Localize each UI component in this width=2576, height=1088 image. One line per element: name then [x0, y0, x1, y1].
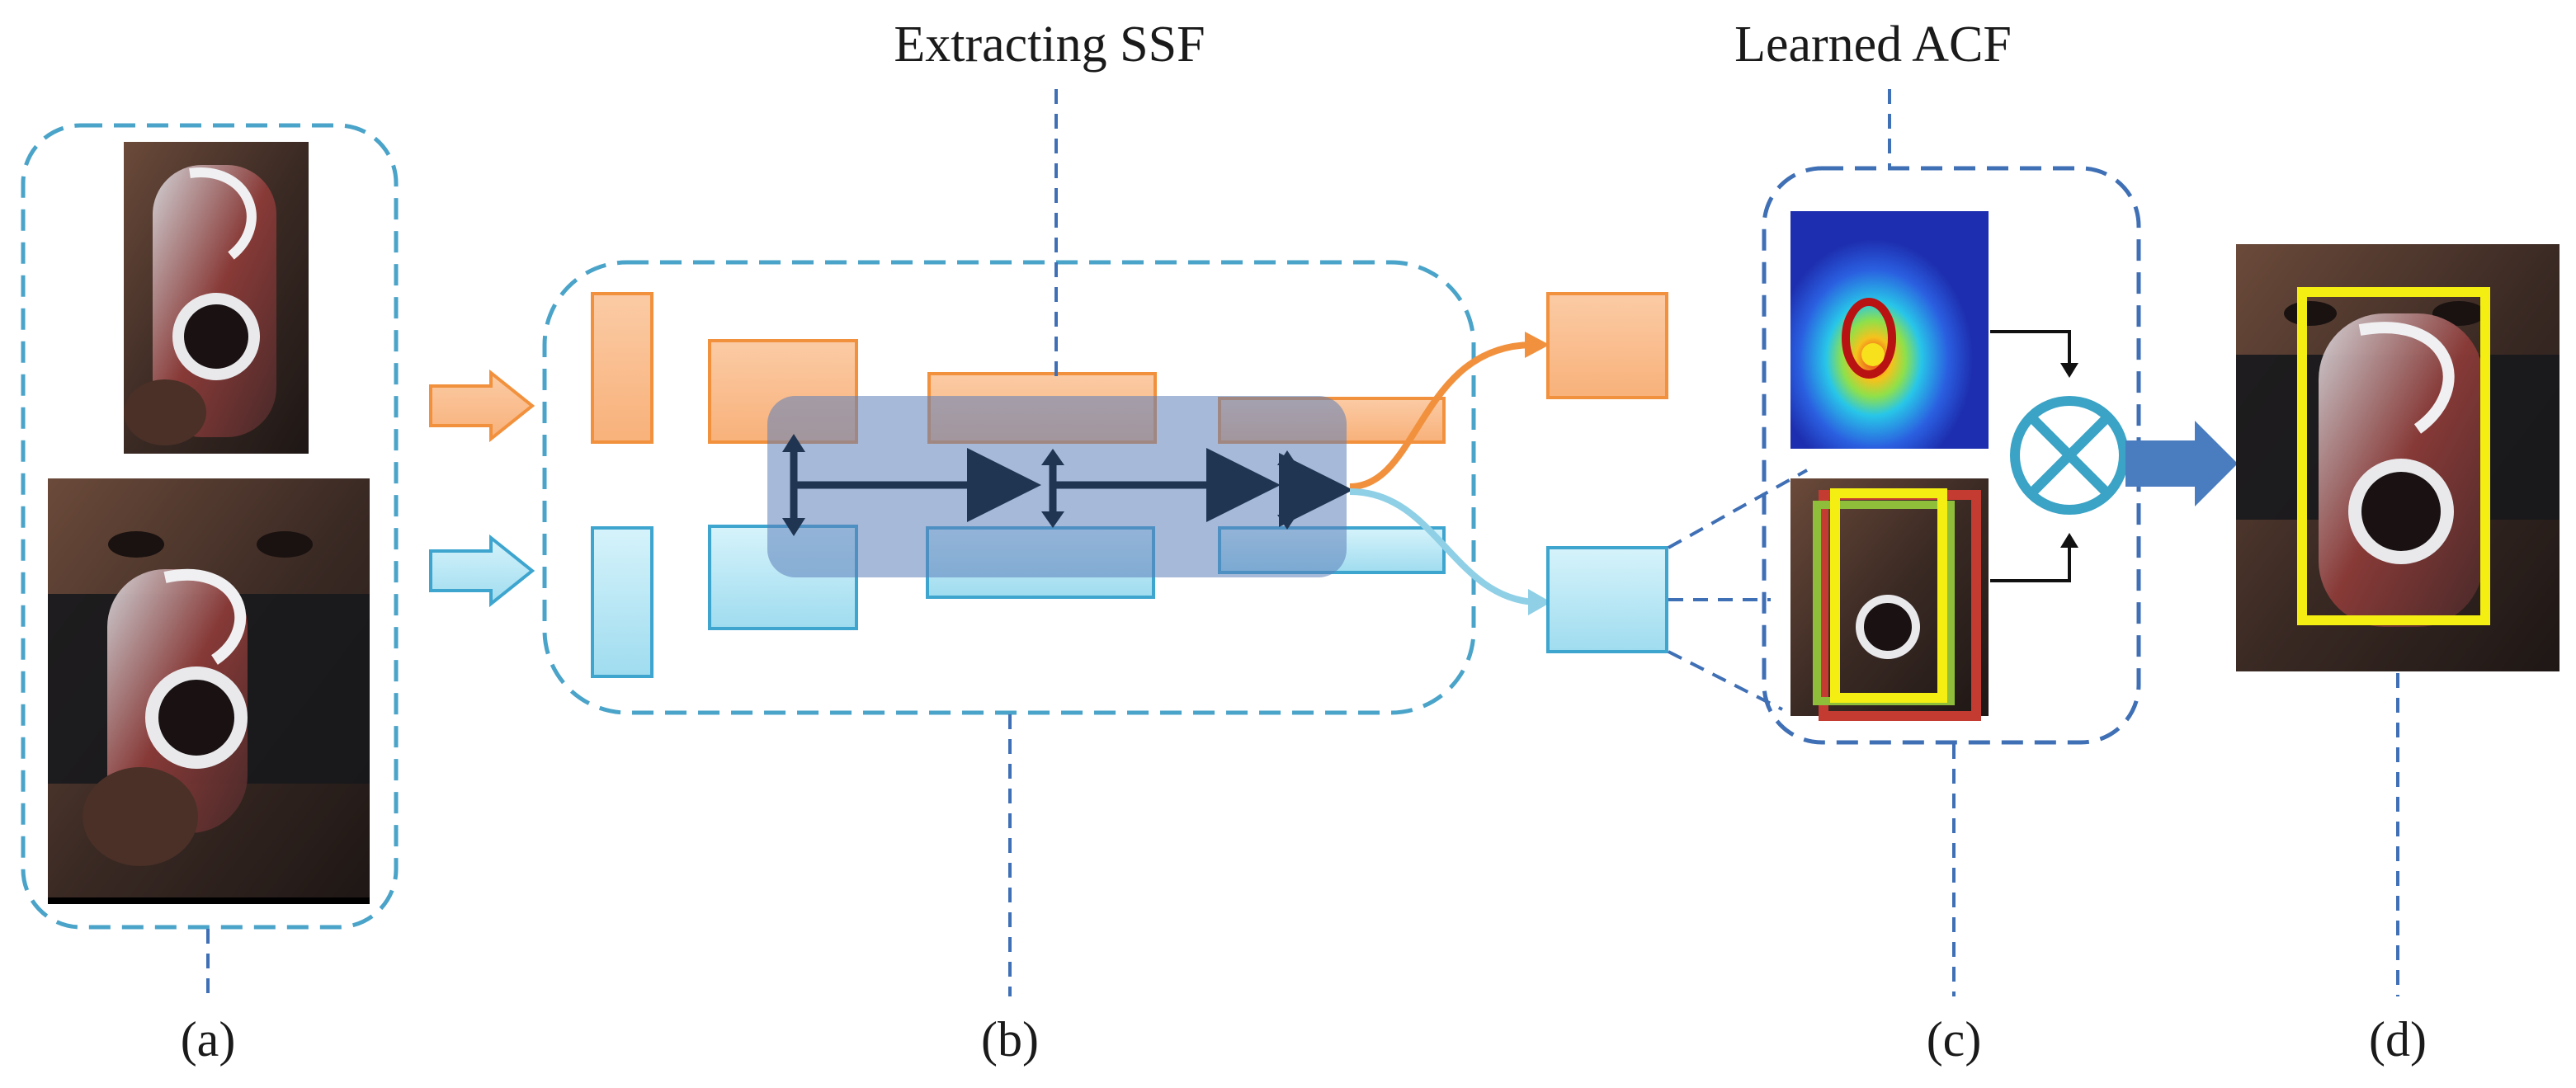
- multiply-circle-icon: [2010, 396, 2129, 515]
- search-input-arrow: [429, 534, 535, 608]
- search-feature-1: [591, 526, 653, 678]
- label-b: (b): [981, 1012, 1039, 1067]
- output-arrow: [2125, 421, 2238, 506]
- search-photo: [48, 478, 370, 904]
- final-result-box: [2297, 287, 2490, 625]
- label-a: (a): [181, 1012, 236, 1067]
- leader-lines: [206, 89, 2399, 996]
- search-output-feature: [1546, 546, 1668, 653]
- input-arrows: [429, 369, 535, 608]
- heatmap-thumbnail: [1790, 211, 1989, 449]
- detection-thumbnail: [1790, 478, 1989, 721]
- template-branch: [1349, 341, 1532, 490]
- label-d: (d): [2369, 1012, 2427, 1067]
- interaction-arrows: [790, 448, 1353, 527]
- label-c: (c): [1927, 1012, 1982, 1067]
- panel-a: [21, 123, 399, 930]
- title-learned-acf: Learned ACF: [1734, 16, 2012, 73]
- template-output-feature: [1546, 292, 1668, 399]
- template-input-arrow: [429, 369, 535, 443]
- panel-b: [542, 260, 1551, 715]
- search-branch: [1349, 488, 1536, 605]
- title-extracting-ssf: Extracting SSF: [894, 16, 1205, 73]
- panel-c: [1762, 166, 2141, 745]
- template-photo: [124, 142, 309, 454]
- yellow-result-box: [1830, 488, 1947, 703]
- output-to-c-connectors: [1668, 469, 1808, 711]
- template-feature-1: [591, 292, 653, 444]
- result-photo: [2236, 244, 2559, 671]
- panel-b-border: [542, 260, 1476, 715]
- panel-a-border: [21, 123, 399, 930]
